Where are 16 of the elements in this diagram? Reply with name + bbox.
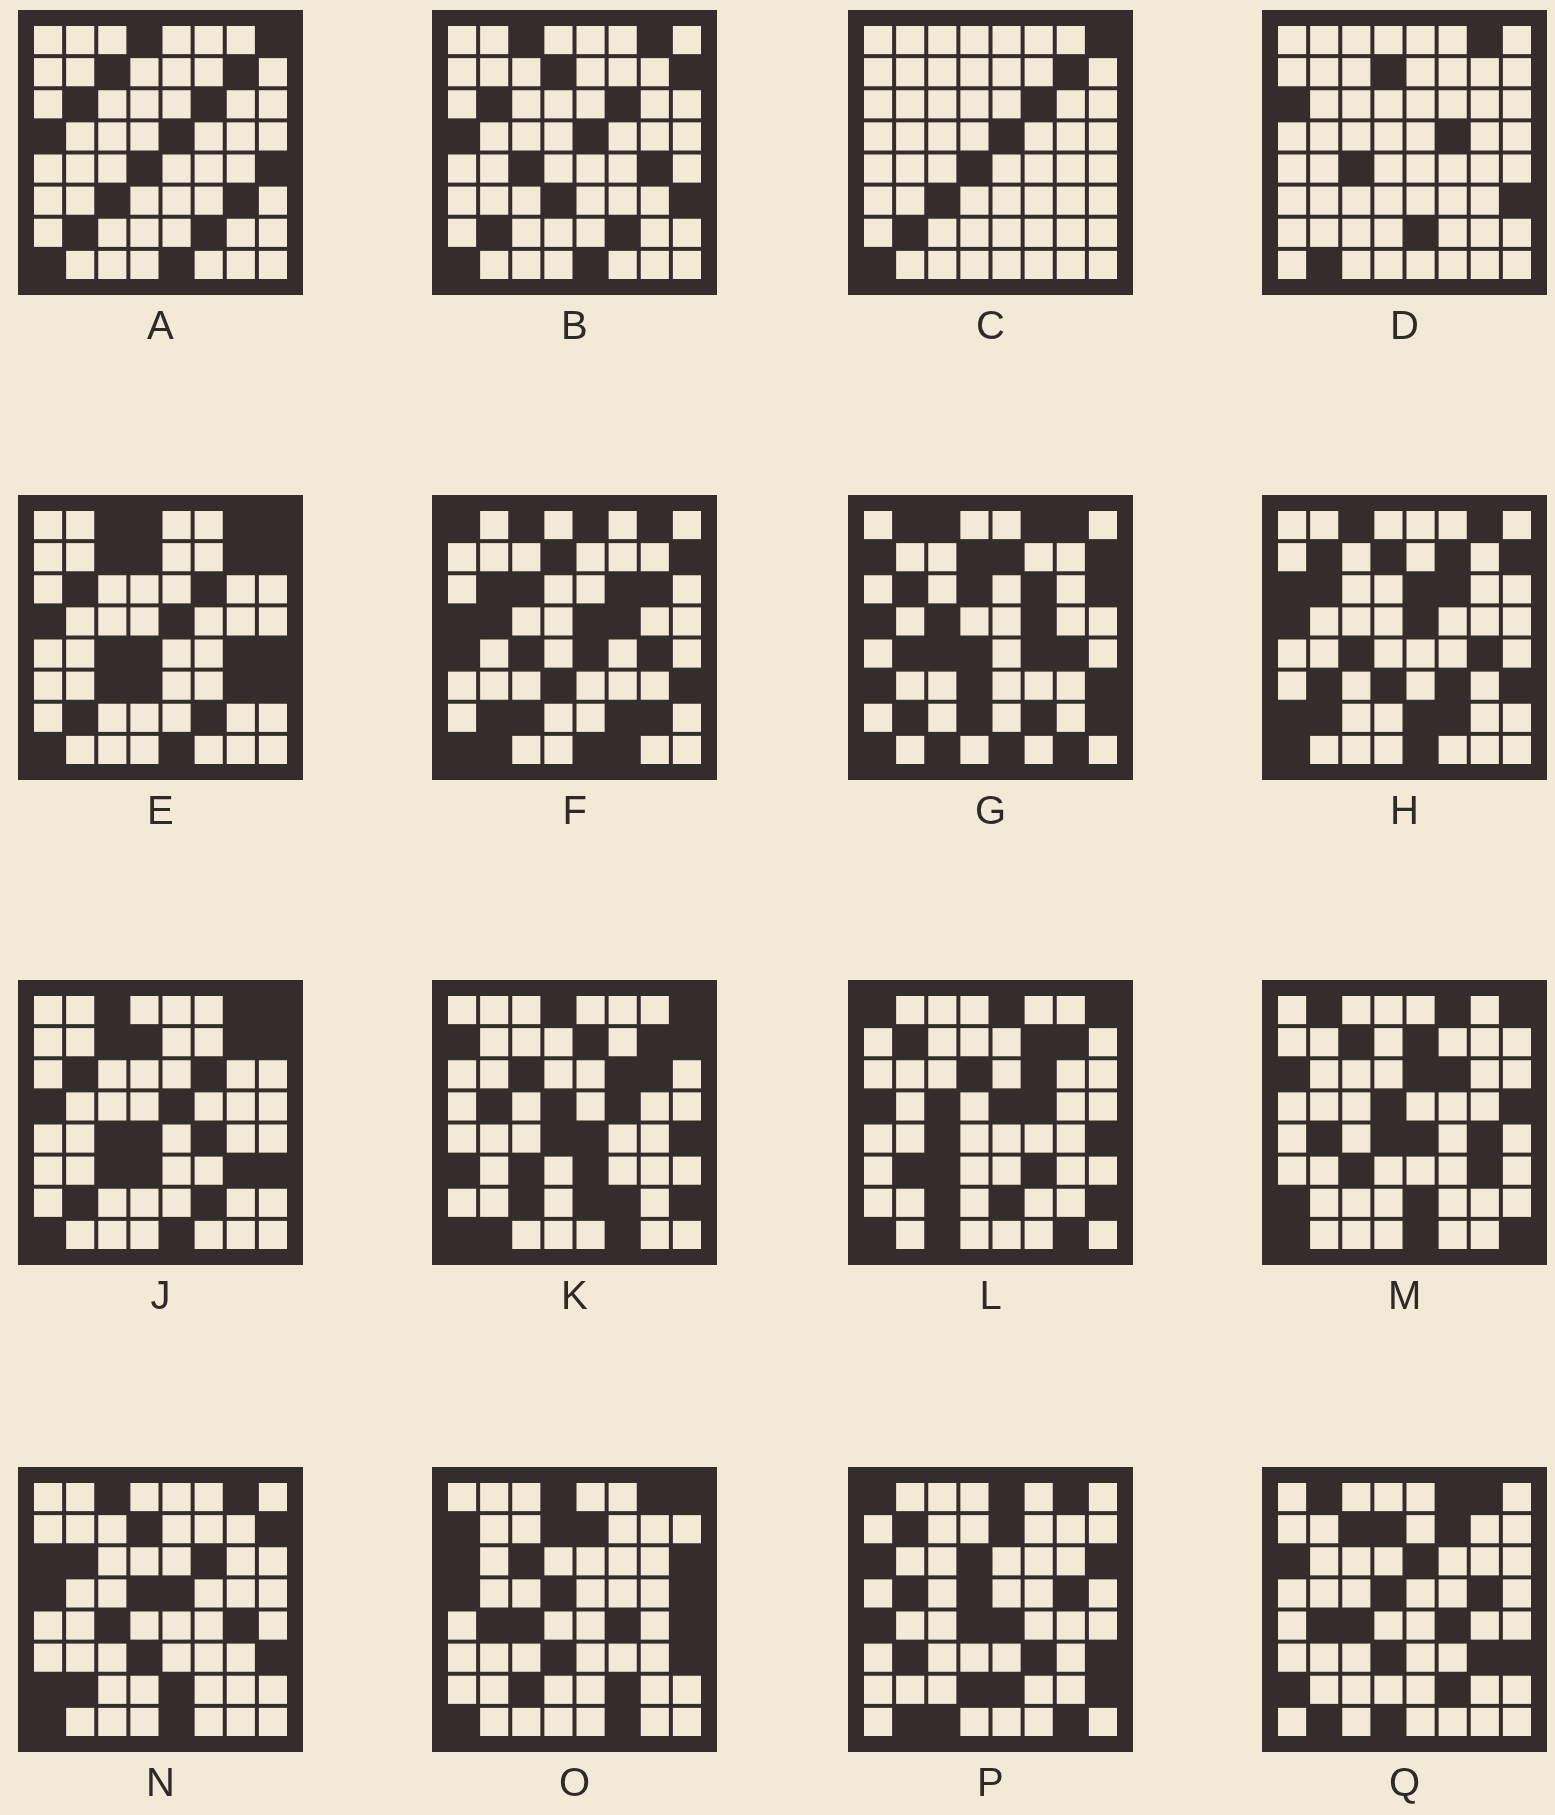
pattern-letter: D xyxy=(1390,303,1419,348)
pattern-letter: H xyxy=(1390,788,1419,833)
pattern-letter: P xyxy=(977,1760,1004,1805)
pattern-letter: F xyxy=(562,788,587,833)
pattern-letter: Q xyxy=(1389,1760,1421,1805)
pattern-letter: G xyxy=(975,788,1007,833)
pattern-letter: K xyxy=(561,1273,588,1318)
pattern-letter: A xyxy=(147,303,174,348)
pattern-letter: C xyxy=(976,303,1005,348)
pattern-letter: N xyxy=(146,1760,175,1805)
pattern-letter: O xyxy=(559,1760,591,1805)
pattern-letter: E xyxy=(147,788,174,833)
pattern-letter: B xyxy=(561,303,588,348)
pattern-letter: M xyxy=(1388,1273,1422,1318)
pattern-letter: J xyxy=(150,1273,171,1318)
pattern-letter: L xyxy=(979,1273,1002,1318)
